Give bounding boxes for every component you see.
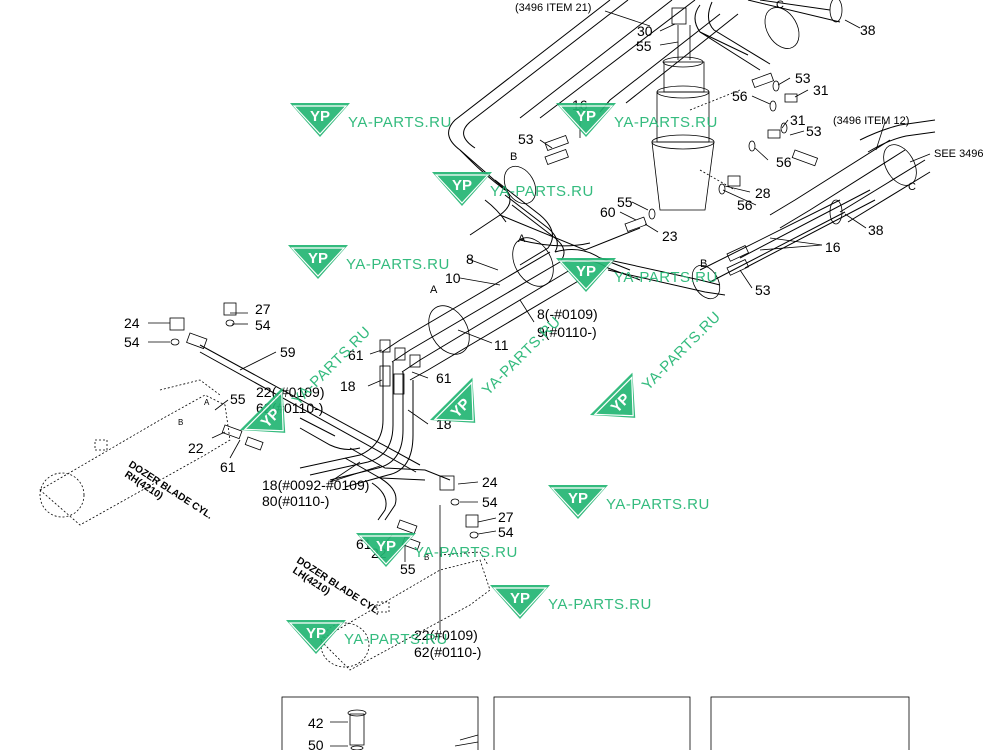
label-8-range: 8(-#0109) [537,306,598,322]
watermark-logo [287,244,349,280]
reference-notes: (3496 ITEM 21) (3496 ITEM 12) SEE 3496 [515,2,984,160]
label-23: 23 [662,228,678,244]
label-31-a: 31 [813,82,829,98]
section-a-lower: A [430,284,438,296]
label-60: 60 [600,204,616,220]
ref-item12: (3496 ITEM 12) [833,115,909,127]
watermark-text: YA-PARTS.RU [479,313,564,398]
part-numbers: 30 55 38 53 31 56 16 31 53 53 56 28 56 5… [124,22,884,750]
label-38-top: 38 [860,22,876,38]
label-61-a: 61 [348,347,364,363]
watermark-text: YA-PARTS.RU [548,596,652,613]
ref-item21: (3496 ITEM 21) [515,2,591,14]
label-31-b: 31 [790,112,806,128]
detail-boxes [281,696,910,750]
label-22-range: 22(-#0109) [256,384,325,400]
label-53-c: 53 [518,131,534,147]
watermark-text: YA-PARTS.RU [346,256,450,273]
watermark-logo [289,102,351,138]
watermark-text: YA-PARTS.RU [639,308,724,393]
label-24-right: 24 [482,474,498,490]
label-53-a: 53 [795,70,811,86]
section-b-right: B [700,258,707,270]
label-61-c: 61 [220,459,236,475]
section-a-cyl-rh: A [204,398,210,407]
section-b-cyl-lh: B [424,553,429,562]
label-18-range: 18(#0092-#0109) [262,477,369,493]
label-55-mid: 55 [617,194,633,210]
watermark-logo [547,484,609,520]
watermark-logo [285,619,347,655]
label-54-right-a: 54 [482,494,498,510]
watermark-logo [489,584,551,620]
label-54-left-a: 54 [255,317,271,333]
section-marks [428,7,917,355]
label-16-mid: 16 [825,239,841,255]
rh-cylinder-label-1: DOZER BLADE CYL. [126,459,214,522]
watermark-text: YA-PARTS.RU [289,323,374,408]
label-22-range-b: 22(#0109) [414,627,478,643]
label-56-a: 56 [732,88,748,104]
watermark-logo [555,257,617,293]
label-24-left: 24 [124,315,140,331]
label-22-left: 22 [188,440,204,456]
label-28: 28 [755,185,771,201]
section-b-cyl-rh: B [178,418,183,427]
label-18-a: 18 [340,378,356,394]
label-38-mid: 38 [868,222,884,238]
ref-see: SEE 3496 [934,148,984,160]
dozer-blade-cylinder-lh [319,551,491,671]
label-62-range-b: 62(#0110-) [414,644,481,660]
dozer-blade-cylinder-rh [39,379,231,526]
label-55-top: 55 [636,38,652,54]
watermark-logo [431,171,493,207]
label-10: 10 [445,270,461,286]
hose-bundle-left [169,302,479,551]
label-9-range: 9(#0110-) [537,324,597,340]
label-55-left: 55 [230,391,246,407]
label-54-right-b: 54 [498,524,514,540]
watermark-text: YA-PARTS.RU [606,496,710,513]
watermark-text: YA-PARTS.RU [614,114,718,131]
label-11: 11 [494,337,509,353]
label-80-range: 80(#0110-) [262,493,329,509]
section-letters: C C B B A A A B B [178,0,916,562]
watermark-text: YA-PARTS.RU [348,114,452,131]
label-50: 50 [308,737,324,750]
label-27-right: 27 [498,509,514,525]
section-c-upper: C [776,0,784,11]
watermark-text: YA-PARTS.RU [490,183,594,200]
label-54-left-b: 54 [124,334,140,350]
label-27-left: 27 [255,301,271,317]
label-8: 8 [466,251,474,267]
section-a-upper: A [518,233,526,245]
label-55-right: 55 [400,561,416,577]
watermark-text: YA-PARTS.RU [344,631,448,648]
label-53-b: 53 [806,123,822,139]
watermark-text: YA-PARTS.RU [414,544,518,561]
leader-lines [148,10,931,630]
pipe-bundle-upper [448,0,936,229]
swivel-valve-assembly [651,7,741,211]
label-59: 59 [280,344,296,360]
fittings [544,0,843,276]
label-30: 30 [637,23,653,39]
watermark-logo [555,102,617,138]
label-53-d: 53 [755,282,771,298]
label-56-c: 56 [737,197,753,213]
watermark-text: YA-PARTS.RU [614,269,718,286]
lh-cylinder-label-1: DOZER BLADE CYL. [294,555,382,618]
label-42: 42 [308,715,324,731]
label-61-b: 61 [436,370,452,386]
section-c-right: C [908,181,916,193]
label-56-b: 56 [776,154,792,170]
section-b-upper: B [510,151,517,163]
